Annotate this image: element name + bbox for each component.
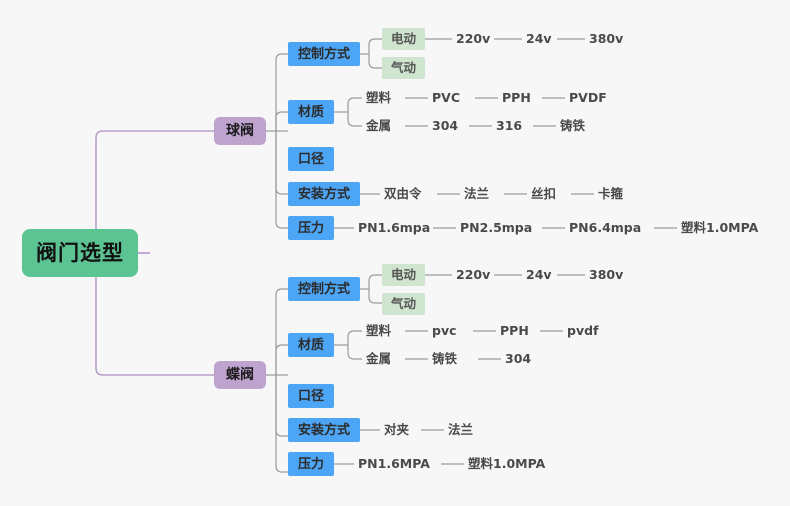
wire-bf-to-install	[275, 375, 288, 437]
leaf-bf-pressure-pn16[interactable]: PN1.6MPA	[358, 455, 430, 471]
branch-node-butterfly-valve[interactable]: 蝶阀	[214, 361, 266, 389]
leaf-bv-electric-380v[interactable]: 380v	[589, 30, 624, 46]
leaf-bv-electric-24v[interactable]: 24v	[526, 30, 552, 46]
leaf-bv-metal-316[interactable]: 316	[496, 117, 523, 133]
wire-bf-control-to-electric	[368, 274, 382, 289]
option-node-bf-electric[interactable]: 电动	[382, 264, 426, 286]
leaf-bv-plastic-pvdf[interactable]: PVDF	[569, 89, 607, 105]
leaf-bv-metal-castiron[interactable]: 铸铁	[560, 117, 586, 133]
attribute-node-bv-install-method[interactable]: 安装方式	[288, 182, 361, 206]
leaf-bv-pressure-plastic10[interactable]: 塑料1.0MPA	[681, 219, 759, 235]
wire-bf-material-to-plastic	[347, 330, 362, 345]
leaf-bv-plastic-pvc[interactable]: PVC	[432, 89, 461, 105]
root-node[interactable]: 阀门选型	[22, 229, 138, 277]
leaf-bv-electric-220v[interactable]: 220v	[456, 30, 491, 46]
wire-ballvalve-to-material	[275, 111, 288, 131]
attribute-node-bf-pressure[interactable]: 压力	[288, 452, 335, 476]
leaf-bf-install-wafer[interactable]: 对夹	[384, 421, 410, 437]
wire-bv-control-to-pneumatic	[368, 54, 382, 69]
leaf-bv-material-plastic[interactable]: 塑料	[366, 89, 392, 105]
wire-bf-to-pressure	[275, 375, 288, 473]
wire-ballvalve-to-control	[275, 53, 288, 131]
option-node-bv-pneumatic[interactable]: 气动	[382, 57, 426, 79]
leaf-bv-install-flange[interactable]: 法兰	[464, 185, 490, 201]
leaf-bv-material-metal[interactable]: 金属	[366, 117, 392, 133]
leaf-bf-metal-castiron[interactable]: 铸铁	[432, 350, 458, 366]
leaf-bv-install-thread[interactable]: 丝扣	[531, 185, 557, 201]
attribute-node-bv-control-method[interactable]: 控制方式	[288, 42, 361, 66]
attribute-node-bv-caliber[interactable]: 口径	[288, 147, 335, 171]
wire-bf-material-to-metal	[347, 345, 362, 360]
leaf-bv-pressure-pn64[interactable]: PN6.4mpa	[569, 219, 642, 235]
wire-bf-to-control	[275, 288, 288, 375]
attribute-node-bv-material[interactable]: 材质	[288, 100, 335, 124]
wire-bf-control-to-pneumatic	[368, 289, 382, 304]
leaf-bf-pressure-plastic10[interactable]: 塑料1.0MPA	[468, 455, 546, 471]
attribute-node-bf-material[interactable]: 材质	[288, 333, 335, 357]
wire-bv-material-to-metal	[347, 112, 362, 127]
leaf-bv-metal-304[interactable]: 304	[432, 117, 459, 133]
leaf-bv-plastic-pph[interactable]: PPH	[502, 89, 531, 105]
option-node-bf-pneumatic[interactable]: 气动	[382, 293, 426, 315]
leaf-bv-install-clamp[interactable]: 卡箍	[598, 185, 624, 201]
branch-node-ball-valve[interactable]: 球阀	[214, 117, 266, 145]
leaf-bf-plastic-pvc[interactable]: pvc	[432, 322, 457, 338]
attribute-node-bf-control-method[interactable]: 控制方式	[288, 277, 361, 301]
attribute-node-bf-install-method[interactable]: 安装方式	[288, 418, 361, 442]
wire-bv-control-to-electric	[368, 38, 382, 54]
wire-ballvalve-to-install	[275, 131, 288, 195]
attribute-node-bf-caliber[interactable]: 口径	[288, 384, 335, 408]
leaf-bf-material-metal[interactable]: 金属	[366, 350, 392, 366]
leaf-bf-install-flange[interactable]: 法兰	[448, 421, 474, 437]
leaf-bf-material-plastic[interactable]: 塑料	[366, 322, 392, 338]
leaf-bf-plastic-pvdf[interactable]: pvdf	[567, 322, 599, 338]
wire-bv-material-to-plastic	[347, 97, 362, 112]
wire-bf-to-material	[275, 344, 288, 375]
attribute-node-bv-pressure[interactable]: 压力	[288, 216, 335, 240]
leaf-bv-pressure-pn25[interactable]: PN2.5mpa	[460, 219, 533, 235]
option-node-bv-electric[interactable]: 电动	[382, 28, 426, 50]
leaf-bf-metal-304[interactable]: 304	[505, 350, 532, 366]
leaf-bv-install-union[interactable]: 双由令	[384, 185, 422, 201]
wire-ballvalve-to-pressure	[275, 131, 288, 229]
leaf-bv-pressure-pn16[interactable]: PN1.6mpa	[358, 219, 431, 235]
leaf-bf-electric-24v[interactable]: 24v	[526, 266, 552, 282]
leaf-bf-plastic-pph[interactable]: PPH	[500, 322, 529, 338]
leaf-bf-electric-220v[interactable]: 220v	[456, 266, 491, 282]
leaf-bf-electric-380v[interactable]: 380v	[589, 266, 624, 282]
